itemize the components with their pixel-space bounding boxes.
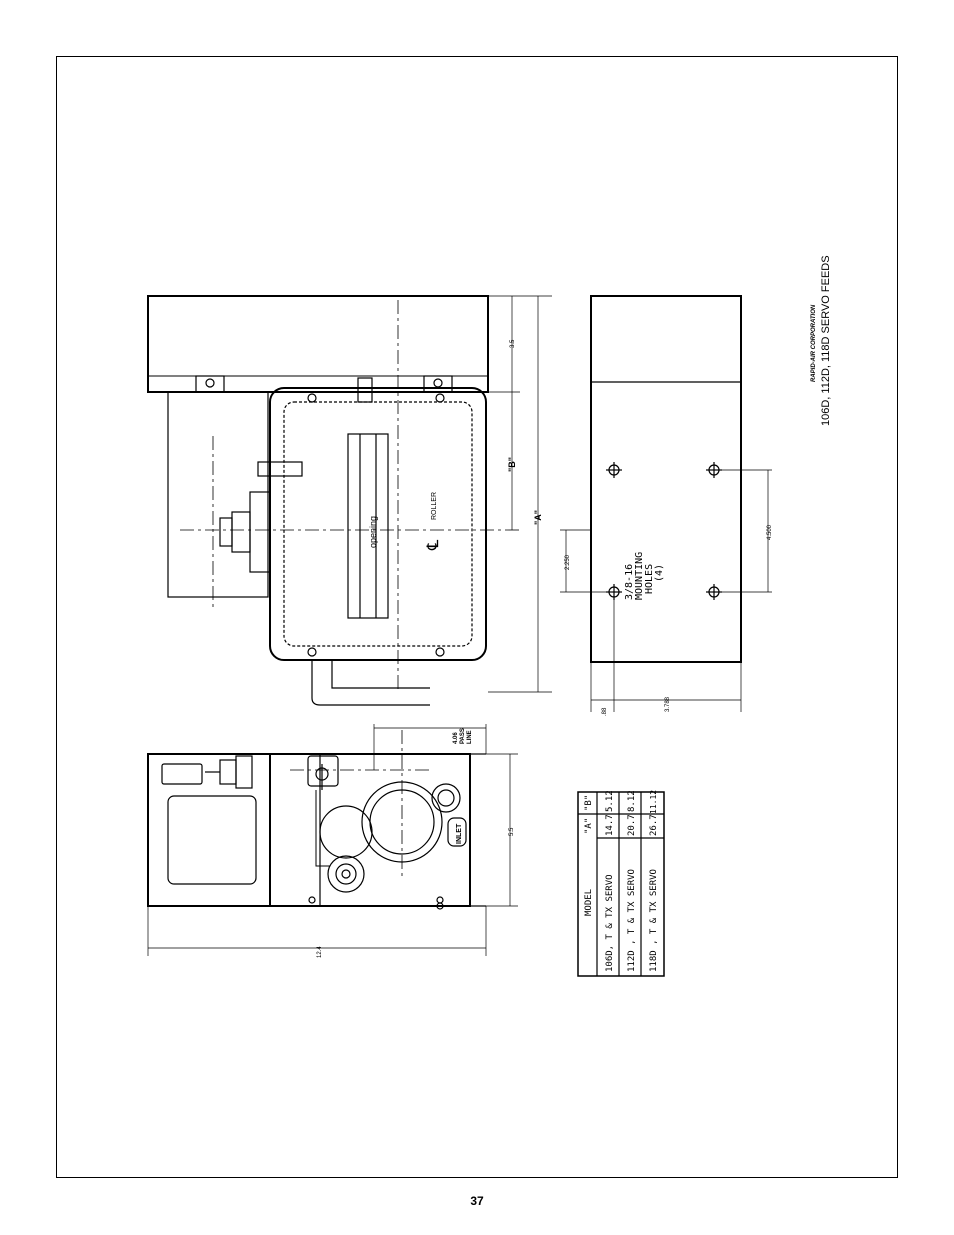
mounting-holes-label-3: HOLES xyxy=(644,564,655,594)
dim-55-label: 5.5 xyxy=(509,827,515,836)
dim-b-label: "B" xyxy=(507,457,517,472)
dim-2250-label: 2.250 xyxy=(565,554,571,570)
mounting-holes-label-4: (4) xyxy=(654,564,665,582)
page-number: 37 xyxy=(470,1194,484,1208)
dim-3788-label: 3.788 xyxy=(665,696,671,712)
table-header-a: "A" xyxy=(584,818,594,834)
table-row-3-a: 26.7 xyxy=(649,814,659,836)
mounting-holes-label-2: MOUNTING xyxy=(634,552,645,600)
page-border xyxy=(56,56,898,1178)
table-header-b: "B" xyxy=(584,795,594,811)
table-row-2-a: 20.7 xyxy=(627,814,637,836)
dim-088-label: .88 xyxy=(602,707,608,716)
top-view xyxy=(147,295,552,706)
table-row-2-model: 112D , T & TX SERVO xyxy=(627,869,637,972)
dim-4500-label: 4.500 xyxy=(767,524,773,540)
mounting-holes-label-1: 3/8-16 xyxy=(624,564,635,600)
centerline-symbol: ℄ xyxy=(425,539,442,551)
passline-label-1: 4.06 xyxy=(453,732,459,744)
table-row-3-b: 11.12 xyxy=(649,790,658,814)
roller-label: ROLLER xyxy=(431,492,438,520)
table-header-model: MODEL xyxy=(584,889,594,916)
table-row-1-b: 5.12 xyxy=(605,790,615,812)
table-row-1-model: 106D, T & TX SERVO xyxy=(605,874,615,972)
table-row-2-b: 8.12 xyxy=(627,790,637,812)
table-row-1-a: 14.7 xyxy=(605,814,615,836)
end-view xyxy=(147,724,518,956)
product-title: 106D, 112D, 118D SERVO FEEDS xyxy=(820,255,832,426)
passline-label-3: LINE xyxy=(467,730,473,744)
opening-label: opening xyxy=(368,516,378,548)
company-name: RAPID-AIR CORPORATION xyxy=(811,304,817,382)
side-view xyxy=(560,295,772,712)
table-row-3-model: 118D , T & TX SERVO xyxy=(649,869,659,972)
dim-a-label: "A" xyxy=(533,510,543,525)
dim-35-label: 3.5 xyxy=(510,339,516,348)
passline-label-2: PASS xyxy=(460,728,466,744)
dim-124-label: 12.4 xyxy=(317,946,323,958)
model-table xyxy=(577,791,665,977)
inlet-label: INLET xyxy=(456,823,463,844)
